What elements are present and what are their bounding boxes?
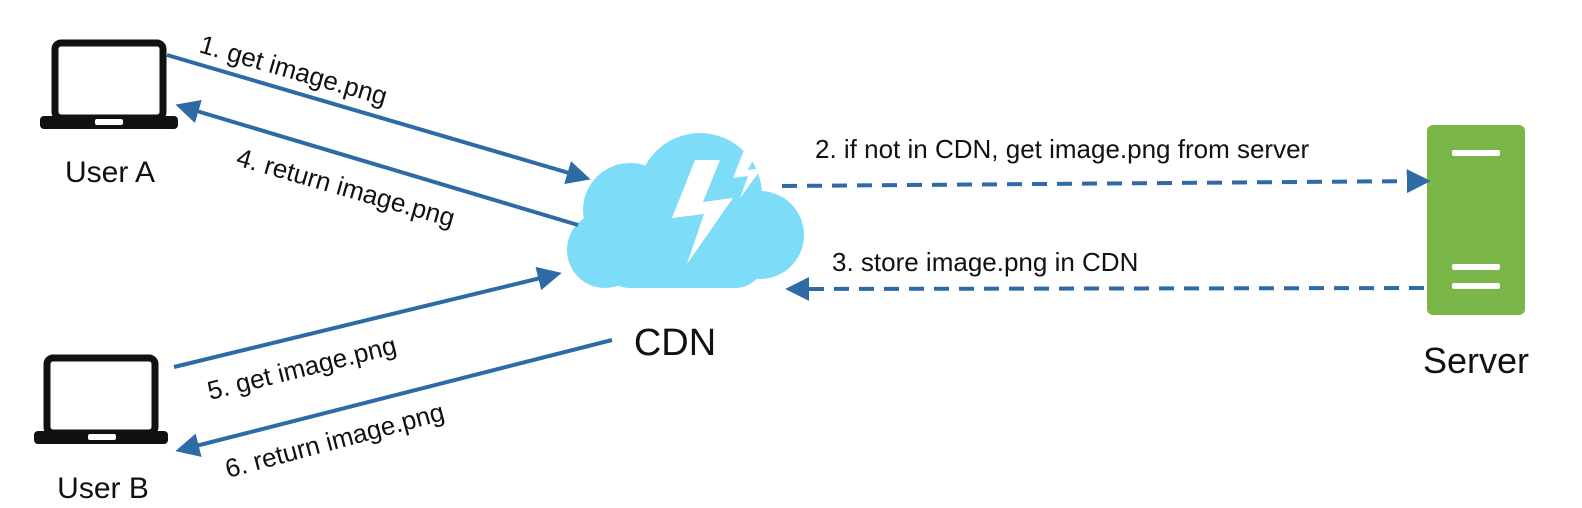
lightning-bolt-icon <box>672 160 733 264</box>
lightning-small-bolt-icon <box>733 150 762 198</box>
arrow-step6-return <box>175 338 613 457</box>
arrow-step1-label: 1. get image.png <box>196 29 390 111</box>
arrow-step3-store <box>785 276 1425 301</box>
arrow-step5-get <box>173 266 562 369</box>
arrow-step2-label: 2. if not in CDN, get image.png from ser… <box>815 134 1310 164</box>
server-icon <box>1427 125 1525 315</box>
user-a-label: User A <box>65 156 155 189</box>
cdn-label: CDN <box>634 322 716 364</box>
cloud-lightning-icon <box>567 133 804 288</box>
arrow-step3-label: 3. store image.png in CDN <box>832 247 1138 277</box>
arrow-step4-return <box>175 100 579 227</box>
user-b-laptop-icon <box>34 354 168 444</box>
arrow-step5-label: 5. get image.png <box>204 330 399 406</box>
user-b-label: User B <box>57 472 149 505</box>
server-label: Server <box>1423 340 1529 381</box>
user-a-laptop-icon <box>40 39 178 129</box>
arrow-step2-fetch <box>781 169 1431 194</box>
arrow-step1-get <box>166 53 591 185</box>
